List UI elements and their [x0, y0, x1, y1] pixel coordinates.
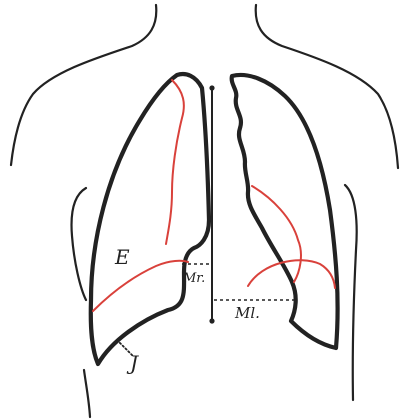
neck-left-outline — [11, 5, 156, 165]
label-e: E — [114, 245, 130, 269]
label-ml: Ml. — [234, 304, 260, 322]
label-mr: Mr. — [182, 271, 205, 286]
left-flank-outline — [84, 370, 90, 417]
label-j: J — [126, 351, 139, 375]
right-lung-red-border-lower — [93, 261, 188, 311]
right-lung-outline — [91, 74, 209, 364]
right-lung-red-border-upper — [166, 80, 184, 244]
midline-bottom-marker — [209, 318, 214, 323]
left-arm-outline — [72, 188, 86, 300]
midline-top-marker — [209, 85, 214, 90]
right-arm-outline — [345, 185, 357, 400]
left-lung-red-border-fissure — [252, 186, 301, 282]
neck-right-outline — [256, 5, 398, 168]
